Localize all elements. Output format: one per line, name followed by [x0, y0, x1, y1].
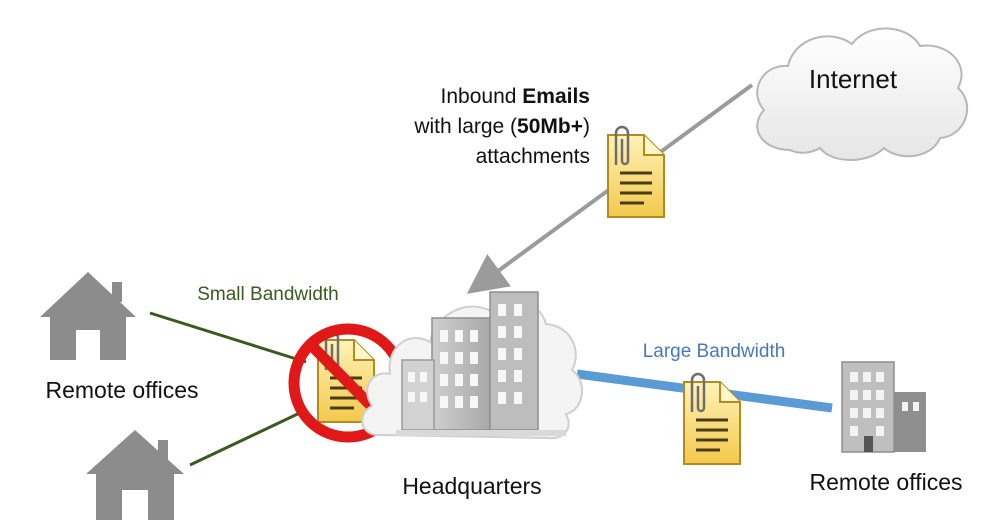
left-remote-offices-label: Remote offices	[46, 377, 199, 403]
internet-label: Internet	[809, 64, 898, 94]
left-upper-house-icon	[40, 272, 136, 360]
small-link-upper	[149, 311, 307, 364]
inbound-note: Inbound Emails with large (50Mb+) attach…	[413, 85, 590, 168]
internet-cloud: Internet	[756, 27, 968, 161]
transit-document-icon	[683, 372, 741, 465]
small-link-lower	[189, 408, 307, 467]
inbound-note-line1: Inbound Emails	[441, 85, 590, 108]
small-bandwidth-label: Small Bandwidth	[197, 284, 339, 305]
inbound-note-line2: with large (50Mb+)	[413, 115, 590, 138]
attachment-document-icon	[607, 125, 665, 218]
headquarters-label: Headquarters	[402, 473, 541, 499]
paperclip-icon	[614, 125, 630, 166]
inbound-note-line3: attachments	[476, 145, 590, 168]
left-lower-house-icon	[86, 430, 184, 520]
large-bandwidth-label: Large Bandwidth	[643, 341, 786, 362]
right-remote-offices-label: Remote offices	[810, 469, 963, 495]
remote-office-building-icon	[841, 361, 926, 453]
headquarters-building-icon	[361, 291, 584, 440]
